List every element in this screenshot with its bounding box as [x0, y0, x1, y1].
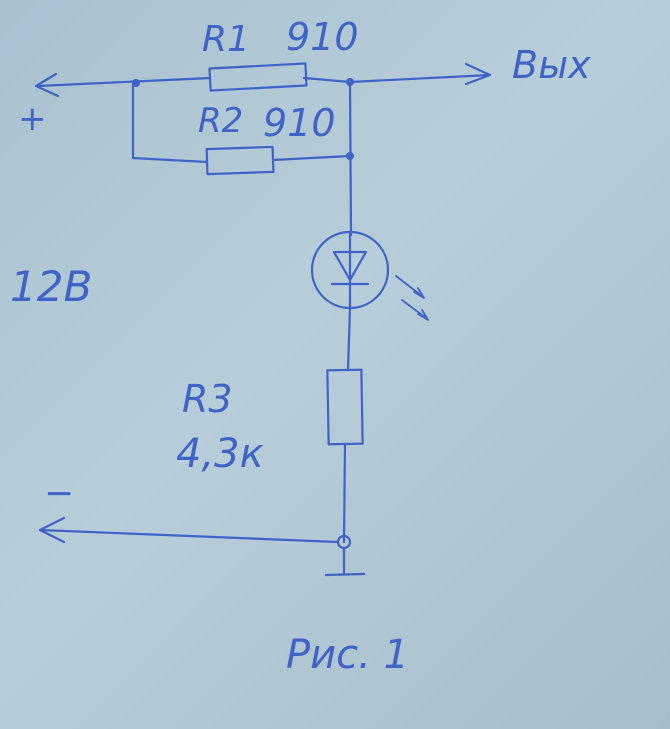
led-bottom-wire: [346, 306, 352, 372]
resistor-r1-icon: [208, 62, 308, 92]
r3-bottom-wire: [342, 442, 347, 544]
positive-input-arrow-icon: [34, 72, 60, 98]
label-r1-name: R1: [202, 19, 250, 60]
r2-right-wire: [271, 154, 352, 162]
label-r3-name: R3: [182, 377, 233, 421]
positive-input-wire: [36, 76, 212, 88]
label-minus: −: [44, 473, 75, 514]
label-supply-voltage: 12В: [10, 262, 93, 311]
negative-return-wire: [38, 528, 340, 544]
label-r2-value: 910: [263, 101, 336, 145]
negative-return-arrow-icon: [38, 516, 66, 544]
r2-left-branch-wire: [131, 82, 209, 164]
resistor-r2-icon: [205, 145, 275, 176]
figure-caption: Рис. 1: [286, 632, 409, 678]
ground-bar: [324, 572, 366, 577]
label-r2-name: R2: [198, 101, 244, 141]
output-arrow-icon: [464, 62, 492, 86]
output-wire: [348, 73, 492, 84]
light-emission-arrows-icon: [395, 275, 429, 321]
label-output: Вых: [512, 43, 591, 87]
led-icon: [310, 230, 390, 310]
label-r3-value: 4,3к: [176, 431, 264, 477]
label-r1-value: 910: [286, 15, 359, 59]
resistor-r3-icon: [326, 368, 364, 446]
led-top-wire: [348, 80, 353, 237]
label-plus: +: [18, 99, 47, 139]
r1-right-wire: [302, 76, 352, 84]
